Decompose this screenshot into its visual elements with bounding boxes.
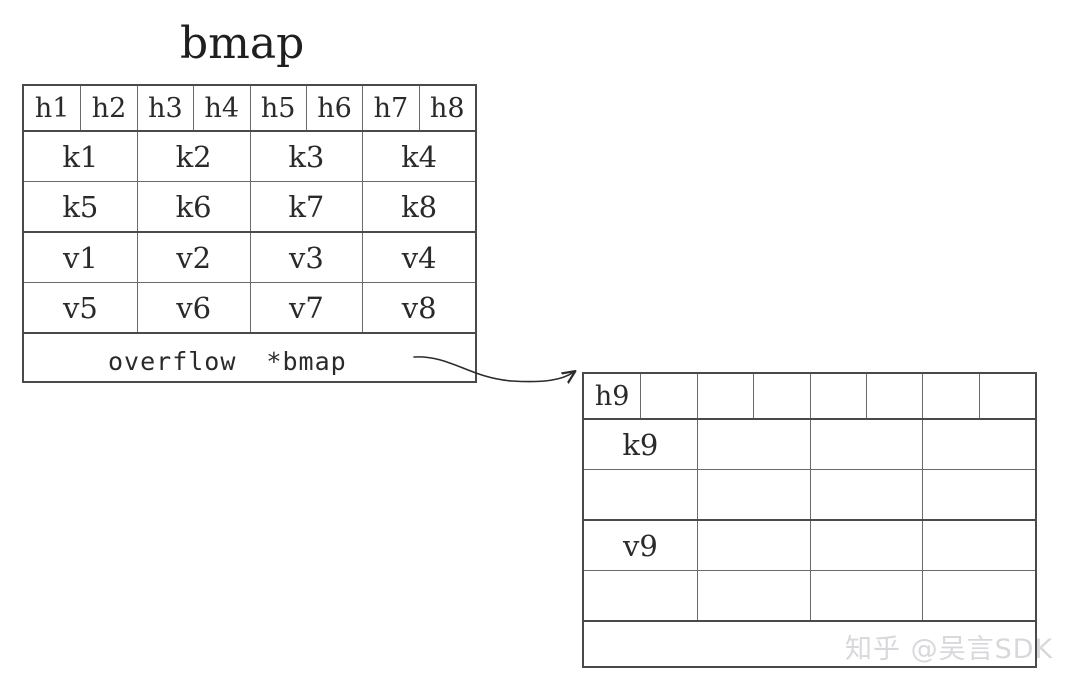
main-key-cell-0-2: k3 [249, 132, 363, 181]
main-tophash-cell-4: h5 [249, 86, 306, 130]
main-value-row-0: v1 v2 v3 v4 [24, 233, 475, 283]
main-value-cell-0-2: v3 [249, 233, 363, 282]
overflow-value-cell-0-2 [809, 521, 923, 570]
overflow-value-row-1 [584, 571, 1035, 622]
overflow-value-cell-1-2 [809, 571, 923, 620]
main-value-cell-1-1: v6 [136, 283, 250, 332]
main-key-cell-1-3: k8 [362, 182, 475, 231]
overflow-label: overflow [108, 346, 237, 376]
main-overflow-row: overflow *bmap [24, 334, 475, 388]
main-tophash-cell-5: h6 [305, 86, 362, 130]
main-key-cell-0-1: k2 [136, 132, 250, 181]
main-key-cell-1-1: k6 [136, 182, 250, 231]
main-key-row-0: k1 k2 k3 k4 [24, 132, 475, 182]
main-value-cell-0-1: v2 [136, 233, 250, 282]
overflow-tophash-cell-5 [865, 374, 922, 418]
overflow-tophash-row: h9 [584, 374, 1035, 420]
overflow-value-cell-0-0: v9 [622, 528, 658, 563]
overflow-key-cell-1-3 [922, 470, 1035, 519]
overflow-key-cell-0-3 [922, 420, 1035, 469]
overflow-value-cell-1-0 [584, 571, 697, 620]
overflow-bmap-bucket: h9 k9 v9 [582, 372, 1037, 668]
main-value-cell-1-0: v5 [62, 290, 98, 325]
main-key-cell-1-2: k7 [249, 182, 363, 231]
overflow-tophash-cell-0: h9 [594, 380, 630, 412]
overflow-key-row-1 [584, 470, 1035, 521]
overflow-key-cell-1-1 [696, 470, 810, 519]
main-tophash-cell-7: h8 [418, 86, 475, 130]
overflow-key-cell-0-1 [696, 420, 810, 469]
main-tophash-cell-1: h2 [80, 86, 136, 130]
main-tophash-cell-0: h1 [34, 92, 70, 124]
main-value-cell-0-0: v1 [62, 240, 98, 275]
overflow-key-cell-0-2 [809, 420, 923, 469]
overflow-key-cell-1-2 [809, 470, 923, 519]
overflow-value-cell-0-3 [922, 521, 1035, 570]
overflow-tophash-cell-4 [809, 374, 866, 418]
main-key-row-1: k5 k6 k7 k8 [24, 182, 475, 233]
overflow-value-cell-1-3 [922, 571, 1035, 620]
overflow-tophash-cell-3 [753, 374, 809, 418]
watermark-text: 知乎 @吴言SDK [845, 634, 1054, 665]
main-value-cell-1-3: v8 [362, 283, 475, 332]
overflow-key-cell-1-0 [584, 470, 697, 519]
overflow-key-row-0: k9 [584, 420, 1035, 470]
overflow-tophash-cell-2 [696, 374, 753, 418]
overflow-key-cell-0-0: k9 [622, 427, 659, 462]
main-bmap-bucket: h1 h2 h3 h4 h5 h6 h7 h8 k1 k2 k3 k4 k5 k… [22, 84, 477, 383]
main-key-cell-0-3: k4 [362, 132, 475, 181]
main-overflow-cell: overflow *bmap [24, 334, 475, 388]
main-tophash-cell-6: h7 [362, 86, 418, 130]
main-tophash-row: h1 h2 h3 h4 h5 h6 h7 h8 [24, 86, 475, 132]
main-key-cell-0-0: k1 [62, 139, 99, 174]
overflow-value-row-0: v9 [584, 521, 1035, 571]
main-value-cell-0-3: v4 [362, 233, 475, 282]
main-tophash-cell-3: h4 [193, 86, 249, 130]
overflow-pointer-label: *bmap [266, 346, 347, 376]
main-value-cell-1-2: v7 [249, 283, 363, 332]
overflow-tophash-cell-7 [978, 374, 1035, 418]
main-tophash-cell-2: h3 [136, 86, 193, 130]
page-title: bmap [180, 18, 305, 69]
main-key-cell-1-0: k5 [62, 189, 99, 224]
overflow-value-cell-0-1 [696, 521, 810, 570]
overflow-value-cell-1-1 [696, 571, 810, 620]
overflow-tophash-cell-1 [640, 374, 696, 418]
main-value-row-1: v5 v6 v7 v8 [24, 283, 475, 334]
overflow-tophash-cell-6 [922, 374, 978, 418]
